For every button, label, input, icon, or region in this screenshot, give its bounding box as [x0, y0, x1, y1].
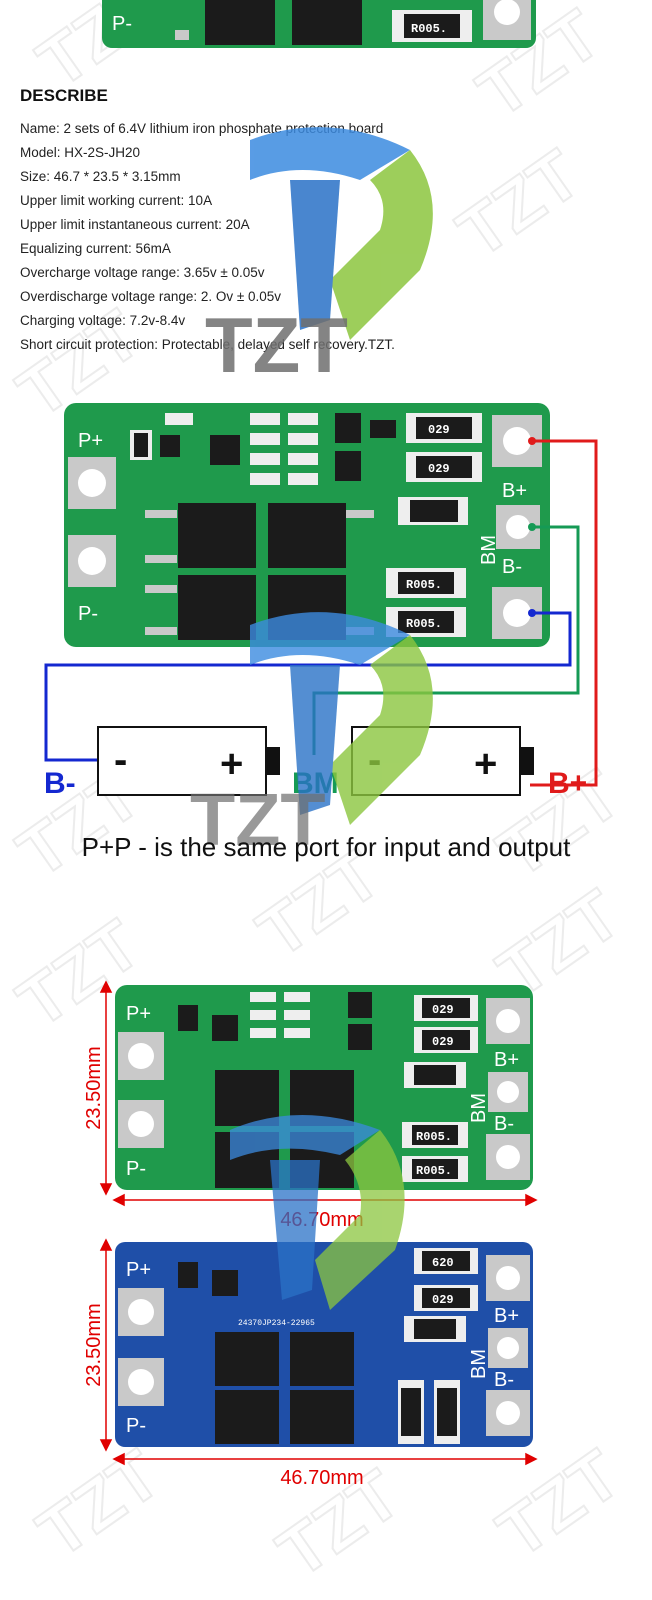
- top-resistor-label: R005.: [411, 22, 447, 36]
- pad-bm-label: BM: [468, 1093, 490, 1123]
- height-dimension: 23.50mm: [83, 1046, 105, 1129]
- pad-p-minus-label: P-: [112, 13, 132, 35]
- spec-item: Equalizing current: 56mA: [20, 241, 171, 256]
- tzt-logo-text: TZT: [190, 778, 326, 845]
- resistor-029-label: 029: [432, 1293, 454, 1307]
- pad-p-minus-label: P-: [78, 603, 98, 625]
- spec-item: Upper limit working current: 10A: [20, 193, 213, 208]
- label-b-plus: B+: [548, 767, 587, 800]
- resistor-620-label: 620: [432, 1256, 454, 1270]
- pad-b-plus-label: B+: [494, 1305, 519, 1327]
- dimension-diagram: P+ P- 029 029 R005. R005. B+ B- BM 23.50…: [83, 980, 538, 1489]
- port-caption: P+P - is the same port for input and out…: [81, 832, 571, 862]
- pad-p-plus-label: P+: [126, 1259, 151, 1281]
- height-dimension: 23.50mm: [83, 1303, 105, 1386]
- resistor-029-label: 029: [428, 423, 450, 437]
- battery-2-plus: +: [474, 742, 497, 786]
- pad-p-plus-label: P+: [126, 1003, 151, 1025]
- pad-bm-label: BM: [468, 1349, 490, 1379]
- spec-item: Short circuit protection: Protectable, d…: [20, 337, 395, 352]
- resistor-r005-label: R005.: [406, 578, 442, 592]
- section-heading: DESCRIBE: [20, 86, 108, 105]
- resistor-029-label: 029: [432, 1003, 454, 1017]
- top-board-partial: P- R005.: [102, 0, 536, 48]
- resistor-r005-label: R005.: [416, 1164, 452, 1178]
- pad-p-minus-label: P-: [126, 1415, 146, 1437]
- chip-code-label: 24370JP234-22965: [238, 1319, 315, 1328]
- spec-item: Charging voltage: 7.2v-8.4v: [20, 313, 186, 328]
- label-b-minus: B-: [44, 767, 76, 800]
- pad-b-minus-label: B-: [502, 556, 522, 578]
- pad-bm-label: BM: [478, 535, 500, 565]
- resistor-r005-label: R005.: [416, 1130, 452, 1144]
- width-dimension: 46.70mm: [280, 1467, 363, 1489]
- spec-list: Name: 2 sets of 6.4V lithium iron phosph…: [20, 117, 395, 357]
- pad-b-plus-label: B+: [502, 480, 527, 502]
- pad-p-plus-label: P+: [78, 430, 103, 452]
- resistor-029-label: 029: [428, 462, 450, 476]
- spec-item: Upper limit instantaneous current: 20A: [20, 217, 250, 232]
- pad-b-plus-label: B+: [494, 1049, 519, 1071]
- spec-item: Size: 46.7 * 23.5 * 3.15mm: [20, 169, 181, 184]
- wiring-diagram: P+ P- 029 029 R005. R005. B+ B- BM: [44, 403, 598, 845]
- spec-item: Overcharge voltage range: 3.65v ± 0.05v: [20, 265, 265, 280]
- wire-b-plus: [530, 439, 598, 787]
- tzt-logo-watermark: TZT: [205, 127, 433, 389]
- spec-item: Model: HX-2S-JH20: [20, 145, 141, 160]
- battery-1-minus: -: [114, 738, 127, 782]
- pad-p-minus-label: P-: [126, 1158, 146, 1180]
- tzt-logo-text: TZT: [205, 301, 348, 389]
- pad-b-minus-label: B-: [494, 1369, 514, 1391]
- pad-b-minus-label: B-: [494, 1113, 514, 1135]
- battery-1-plus: +: [220, 742, 243, 786]
- spec-item: Overdischarge voltage range: 2. Ov ± 0.0…: [20, 289, 282, 304]
- resistor-r005-label: R005.: [406, 617, 442, 631]
- resistor-029-label: 029: [432, 1035, 454, 1049]
- battery-cell-1: [97, 726, 267, 796]
